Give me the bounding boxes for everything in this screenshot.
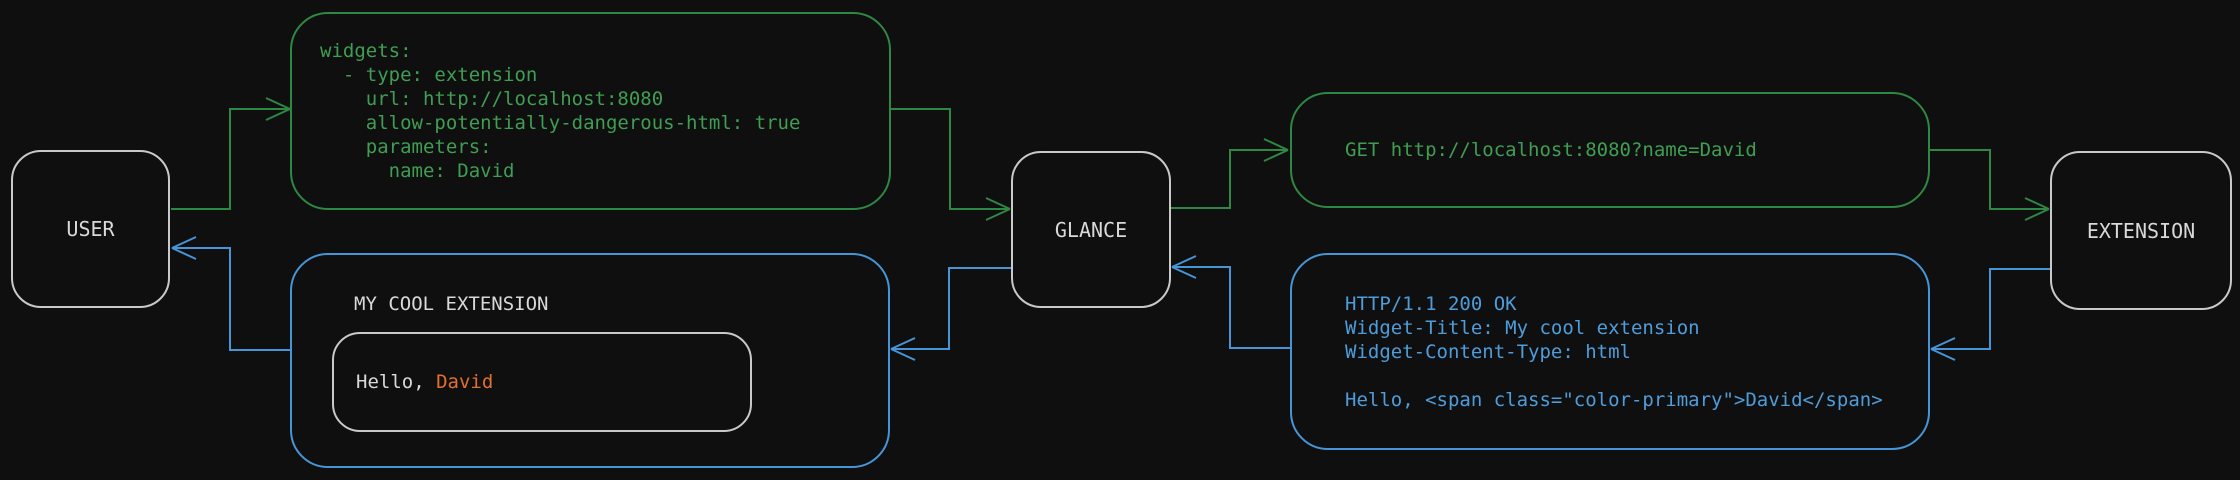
glance-node-label: GLANCE: [1054, 217, 1128, 242]
widget-title: MY COOL EXTENSION: [354, 293, 549, 315]
user-node-label: USER: [66, 217, 115, 241]
widget-greeting: Hello, David: [334, 370, 493, 394]
widget-inner-box: Hello, David: [332, 332, 752, 432]
widget-render-box: MY COOL EXTENSION Hello, David: [290, 253, 890, 468]
extension-node: EXTENSION: [2050, 151, 2232, 310]
arrow-request-to-extension: [1930, 149, 2050, 221]
arrow-response-to-glance: [1171, 255, 1290, 349]
arrow-config-to-glance: [891, 108, 1011, 221]
config-yaml-text: widgets: - type: extension url: http://l…: [320, 40, 801, 182]
greeting-name: David: [436, 371, 494, 393]
arrow-widget-to-user: [171, 236, 290, 351]
greeting-prefix: Hello,: [356, 371, 437, 393]
arrow-extension-to-response: [1930, 268, 2050, 361]
http-request-text: GET http://localhost:8080?name=David: [1345, 139, 1757, 161]
extension-node-label: EXTENSION: [2086, 218, 2196, 243]
http-request-box: GET http://localhost:8080?name=David: [1290, 92, 1930, 208]
config-yaml-box: widgets: - type: extension url: http://l…: [290, 12, 891, 210]
user-node: USER: [11, 150, 170, 308]
http-response-box: HTTP/1.1 200 OK Widget-Title: My cool ex…: [1290, 253, 1930, 450]
arrow-user-to-config: [171, 97, 291, 210]
glance-node: GLANCE: [1011, 151, 1171, 308]
arrow-glance-to-request: [1171, 138, 1289, 209]
http-response-text: HTTP/1.1 200 OK Widget-Title: My cool ex…: [1345, 292, 1883, 411]
arrow-glance-to-widget: [890, 267, 1011, 361]
